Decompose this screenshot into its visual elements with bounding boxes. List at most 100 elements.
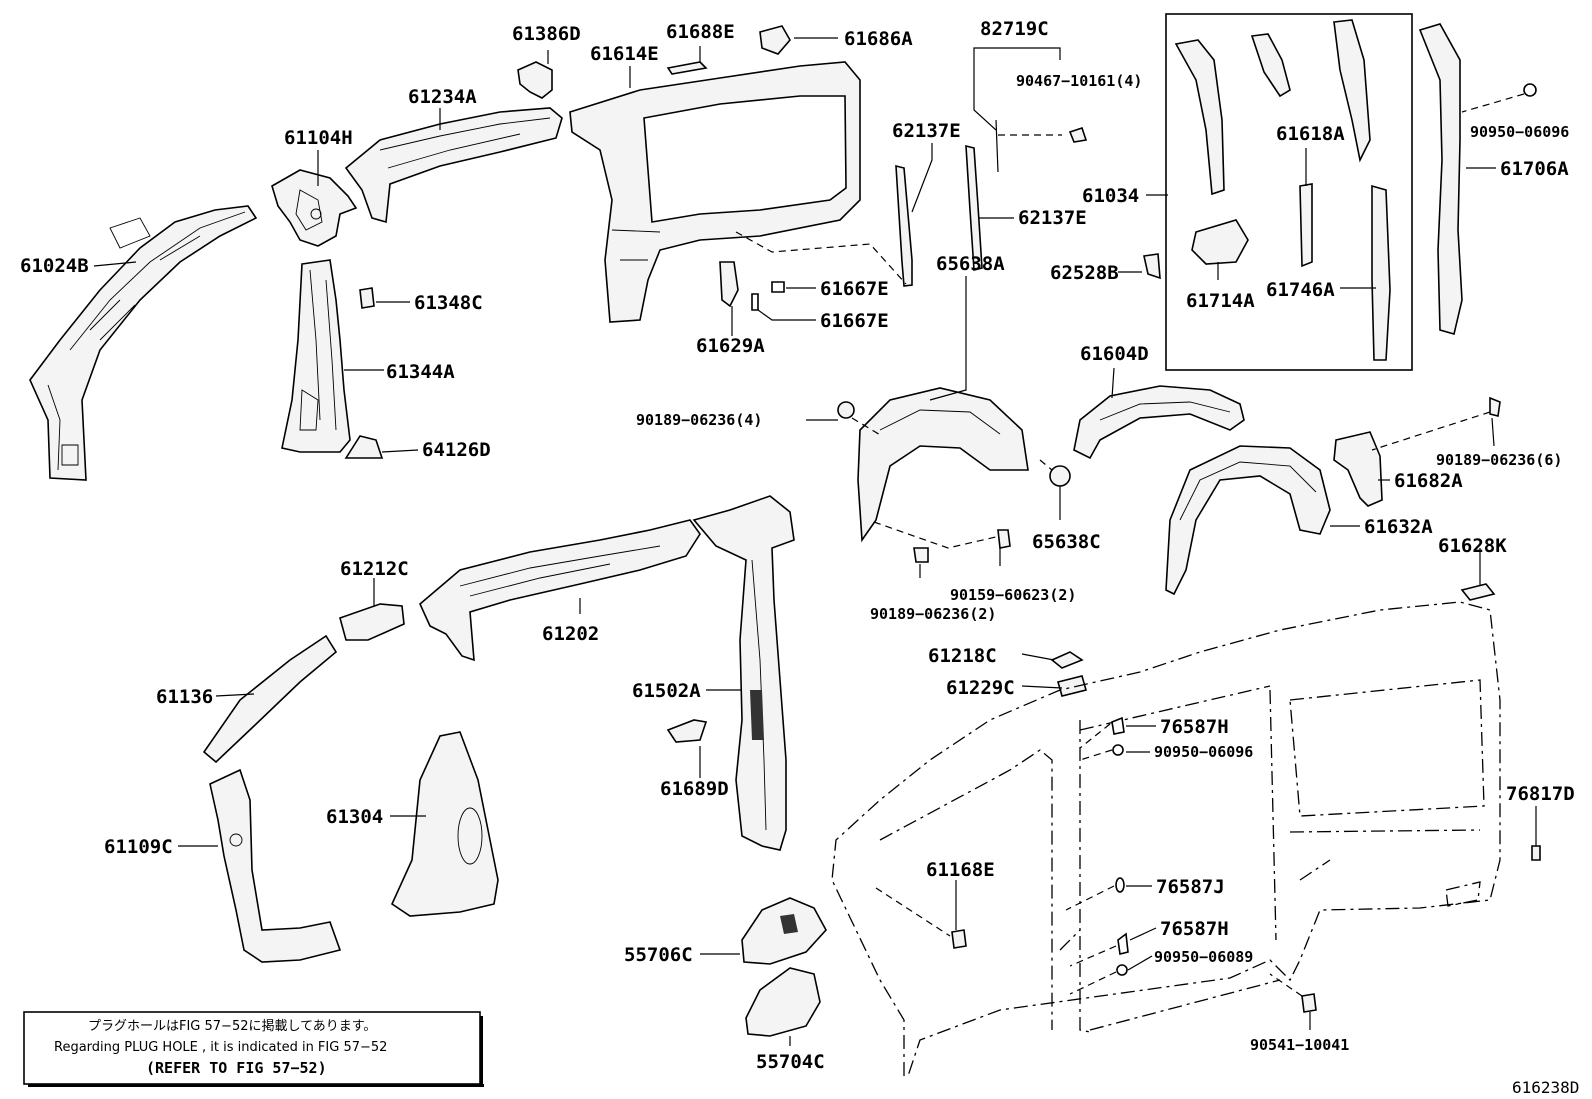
label-90189-06236-4[interactable]: 90189−06236(4) [636,411,762,429]
part-61386D-illustration [517,61,553,99]
part-61218C-illustration [1050,651,1084,669]
label-76587H-b[interactable]: 76587H [1160,918,1229,940]
label-61034[interactable]: 61034 [1082,185,1139,207]
part-61502A-illustration [692,495,795,851]
group-61034-frame [1165,13,1413,371]
part-61024B-illustration [29,205,258,481]
label-65638C[interactable]: 65638C [1032,531,1101,553]
label-61667E-a[interactable]: 61667E [820,278,889,300]
label-64126D[interactable]: 64126D [422,439,491,461]
body-side-fasteners [1065,716,1541,1013]
label-62137E-a[interactable]: 62137E [892,120,961,142]
part-61682A-illustration [1333,396,1501,507]
label-90189-06236-2[interactable]: 90189−06236(2) [870,605,996,623]
part-61202-illustration [419,519,701,662]
label-90467-10161[interactable]: 90467−10161(4) [1016,72,1142,90]
part-61604D-illustration [1073,385,1245,460]
label-90189-06236-6[interactable]: 90189−06236(6) [1436,451,1562,469]
part-61632A-illustration [1165,445,1331,596]
label-90950-06089[interactable]: 90950−06089 [1154,948,1253,966]
part-61104H-illustration [271,169,358,247]
part-55706C-illustration [741,897,827,965]
label-55704C[interactable]: 55704C [756,1051,825,1073]
label-61502A[interactable]: 61502A [632,680,701,702]
label-90541-10041[interactable]: 90541−10041 [1250,1036,1349,1054]
label-61229C[interactable]: 61229C [946,677,1015,699]
label-61109C[interactable]: 61109C [104,836,173,858]
leader-lines [93,37,1537,1046]
part-61667E-a-illustration [771,281,785,293]
part-61628K-illustration [1460,583,1496,601]
label-61136[interactable]: 61136 [156,686,213,708]
part-62137E-a-illustration [895,164,913,287]
label-61344A[interactable]: 61344A [386,361,455,383]
label-61682A[interactable]: 61682A [1394,470,1463,492]
part-61136-illustration [202,634,338,764]
plug-hole-note: プラグホールはFIG 57−52に掲載してあります。 Regarding PLU… [23,1011,484,1087]
part-61706A-illustration [1418,23,1537,335]
label-90950-06096-b[interactable]: 90950−06096 [1154,743,1253,761]
label-82719C[interactable]: 82719C [980,18,1049,40]
part-62137E-b-illustration [965,144,983,272]
figure-id: 616238D [1512,1078,1579,1097]
label-61024B[interactable]: 61024B [20,255,89,277]
label-90950-06096-a[interactable]: 90950−06096 [1470,123,1569,141]
label-61218C[interactable]: 61218C [928,645,997,667]
part-55704C-illustration [745,967,821,1037]
label-62137E-b[interactable]: 62137E [1018,207,1087,229]
label-76587H-a[interactable]: 76587H [1160,716,1229,738]
label-62528B[interactable]: 62528B [1050,262,1119,284]
label-61628K[interactable]: 61628K [1438,535,1507,557]
note-line-1: プラグホールはFIG 57−52に掲載してあります。 [88,1018,376,1034]
label-61212C[interactable]: 61212C [340,558,409,580]
part-61344A-illustration [281,259,351,453]
label-61618A[interactable]: 61618A [1276,123,1345,145]
part-61229C-illustration [1057,675,1087,697]
label-65638A[interactable]: 65638A [936,253,1005,275]
label-61667E-b[interactable]: 61667E [820,310,889,332]
label-61629A[interactable]: 61629A [696,335,765,357]
label-61688E[interactable]: 61688E [666,21,735,43]
label-90159-60623-2[interactable]: 90159−60623(2) [950,586,1076,604]
note-line-3: (REFER TO FIG 57−52) [146,1059,327,1077]
part-62528B-illustration [1143,253,1161,280]
dash-61168E [875,887,951,937]
label-76587J[interactable]: 76587J [1156,876,1225,898]
label-61714A[interactable]: 61714A [1186,290,1255,312]
part-61304-illustration [390,731,499,917]
part-64126D-illustration [344,435,384,459]
label-61386D[interactable]: 61386D [512,23,581,45]
label-61689D[interactable]: 61689D [660,778,729,800]
note-line-2: Regarding PLUG HOLE , it is indicated in… [54,1040,387,1055]
part-61629A-illustration [719,261,739,308]
dash-61614E-62137E [735,231,907,285]
label-61632A[interactable]: 61632A [1364,516,1433,538]
label-61746A[interactable]: 61746A [1266,279,1335,301]
body-side-outline [831,601,1501,1077]
part-61348C-illustration [359,287,375,309]
part-82719C-illustration [973,47,1088,173]
part-61034-subparts-illustration [1174,19,1391,361]
part-61614E-illustration [569,61,861,323]
part-61109C-illustration [209,768,342,963]
part-61168E-illustration [951,929,967,949]
label-55706C[interactable]: 55706C [624,944,693,966]
label-61614E[interactable]: 61614E [590,43,659,65]
label-61104H[interactable]: 61104H [284,127,353,149]
part-61688E-illustration [666,61,708,75]
label-61304[interactable]: 61304 [326,806,383,828]
label-61686A[interactable]: 61686A [844,28,913,50]
part-61234A-illustration [344,107,563,224]
label-61604D[interactable]: 61604D [1080,343,1149,365]
label-76817D[interactable]: 76817D [1506,783,1575,805]
label-61348C[interactable]: 61348C [414,292,483,314]
part-61689D-illustration [666,719,708,743]
label-61202[interactable]: 61202 [542,623,599,645]
label-61706A[interactable]: 61706A [1500,158,1569,180]
part-61686A-illustration [759,25,791,55]
label-61234A[interactable]: 61234A [408,86,477,108]
part-61212C-illustration [339,603,405,641]
part-61667E-b-illustration [751,293,759,311]
label-61168E[interactable]: 61168E [926,859,995,881]
